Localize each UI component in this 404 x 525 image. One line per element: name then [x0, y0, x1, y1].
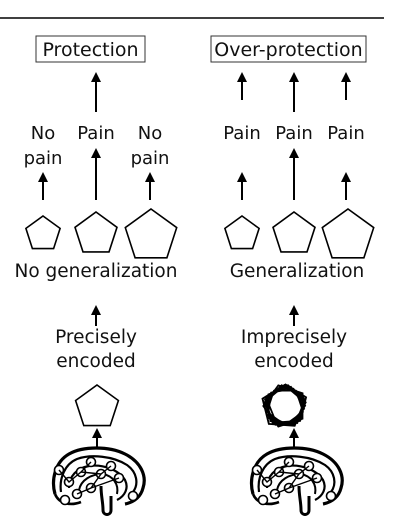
arrow-up-icon [289, 148, 299, 200]
overlapping-pentagons-icon [261, 383, 308, 428]
arrow-up-icon [289, 305, 299, 326]
protection-box [35, 35, 146, 63]
protection-label: Protection [42, 39, 138, 61]
pentagon-icon [74, 211, 118, 253]
arrow-up-icon [91, 72, 101, 112]
arrow-up-icon [145, 172, 155, 200]
pentagon-icon [74, 384, 120, 427]
outcome-label: pain [131, 148, 170, 169]
outcome-label: No [138, 123, 162, 144]
outcome-label: pain [24, 148, 63, 169]
outcome-label: Pain [223, 123, 261, 144]
brain-icon [51, 446, 146, 516]
over-protection-box [210, 35, 367, 63]
pentagon-icon [124, 208, 178, 259]
right-column: Over-protection Pain Pain Pain [210, 35, 375, 516]
pentagon-icon [321, 208, 375, 259]
arrow-up-icon [341, 172, 351, 200]
arrow-up-icon [237, 172, 247, 200]
imprecisely-label: Imprecisely [241, 327, 347, 348]
arrow-up-icon [341, 72, 351, 100]
precisely-label: Precisely [55, 327, 137, 348]
arrow-up-icon [289, 72, 299, 112]
pentagon-icon [272, 211, 316, 253]
over-protection-label: Over-protection [214, 39, 362, 61]
encoded-label: encoded [254, 351, 333, 372]
pentagon-icon [24, 215, 62, 250]
left-column: Protection No pain Pain No pain No gener [15, 35, 178, 516]
pentagon-icon [223, 215, 261, 250]
outcome-label: Pain [275, 123, 313, 144]
generalization-label: Generalization [230, 261, 365, 282]
outcome-label: No [31, 123, 55, 144]
arrow-up-icon [237, 72, 247, 100]
arrow-up-icon [92, 428, 102, 447]
arrow-up-icon [289, 428, 299, 447]
encoded-label: encoded [56, 351, 135, 372]
no-generalization-label: No generalization [15, 261, 178, 282]
arrow-up-icon [91, 305, 101, 326]
brain-icon [249, 446, 344, 516]
outcome-label: Pain [327, 123, 365, 144]
outcome-label: Pain [77, 123, 115, 144]
arrow-up-icon [38, 172, 48, 200]
arrow-up-icon [91, 148, 101, 200]
